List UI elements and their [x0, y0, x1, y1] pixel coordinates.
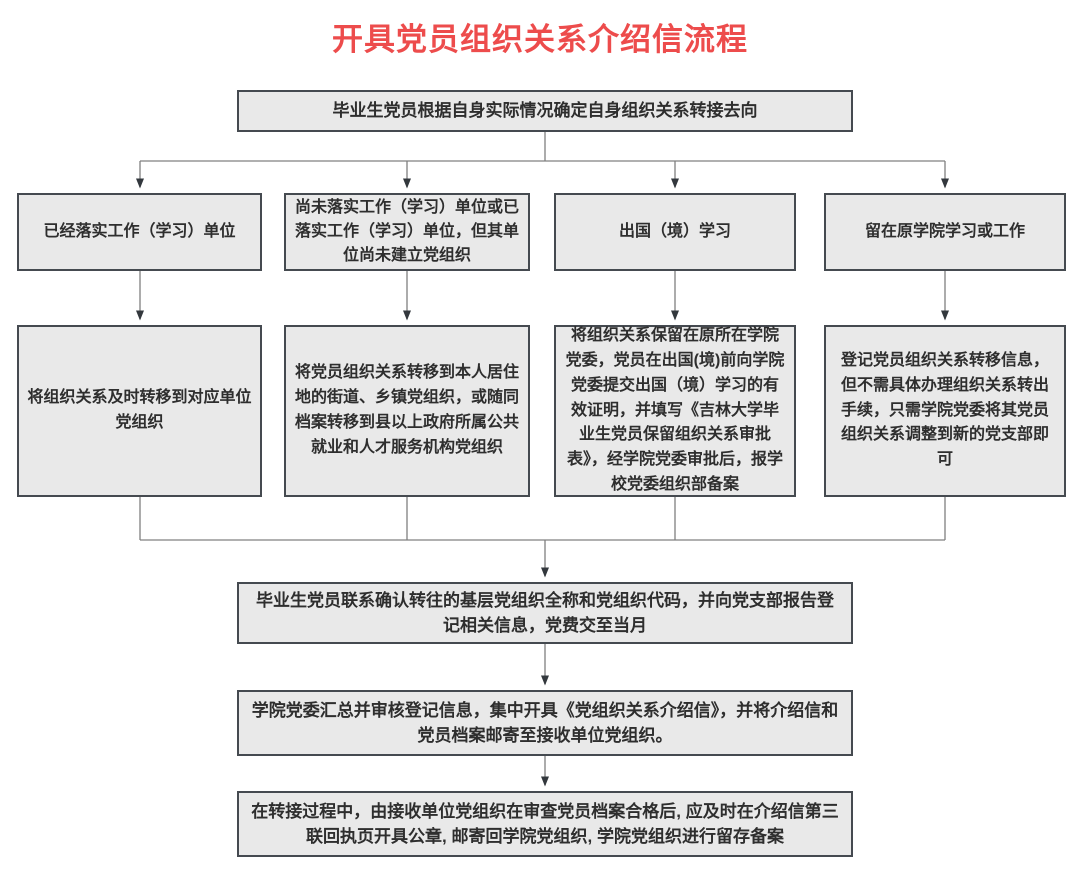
node-condition-2: 尚未落实工作（学习）单位或已落实工作（学习）单位，但其单位尚未建立党组织 — [284, 193, 530, 271]
node-step-1: 毕业生党员联系确认转往的基层党组织全称和党组织代码，并向党支部报告登记相关信息，… — [237, 582, 853, 644]
node-action-3: 将组织关系保留在原所在学院党委，党员在出国(境)前向学院党委提交出国（境）学习的… — [554, 325, 796, 497]
node-condition-1: 已经落实工作（学习）单位 — [17, 193, 262, 271]
node-start: 毕业生党员根据自身实际情况确定自身组织关系转接去向 — [237, 90, 853, 132]
page-title: 开具党员组织关系介绍信流程 — [332, 22, 748, 57]
node-action-2: 将党员组织关系转移到本人居住地的街道、乡镇党组织，或随同档案转移到县以上政府所属… — [284, 325, 530, 497]
node-condition-3: 出国（境）学习 — [554, 193, 796, 271]
node-action-1: 将组织关系及时转移到对应单位党组织 — [17, 325, 262, 497]
node-action-4: 登记党员组织关系转移信息，但不需具体办理组织关系转出手续，只需学院党委将其党员组… — [824, 325, 1066, 497]
node-condition-4: 留在原学院学习或工作 — [824, 193, 1066, 271]
node-step-2: 学院党委汇总并审核登记信息，集中开具《党组织关系介绍信》，并将介绍信和党员档案邮… — [237, 690, 853, 756]
node-step-3: 在转接过程中，由接收单位党组织在审查党员档案合格后, 应及时在介绍信第三联回执页… — [237, 791, 853, 857]
